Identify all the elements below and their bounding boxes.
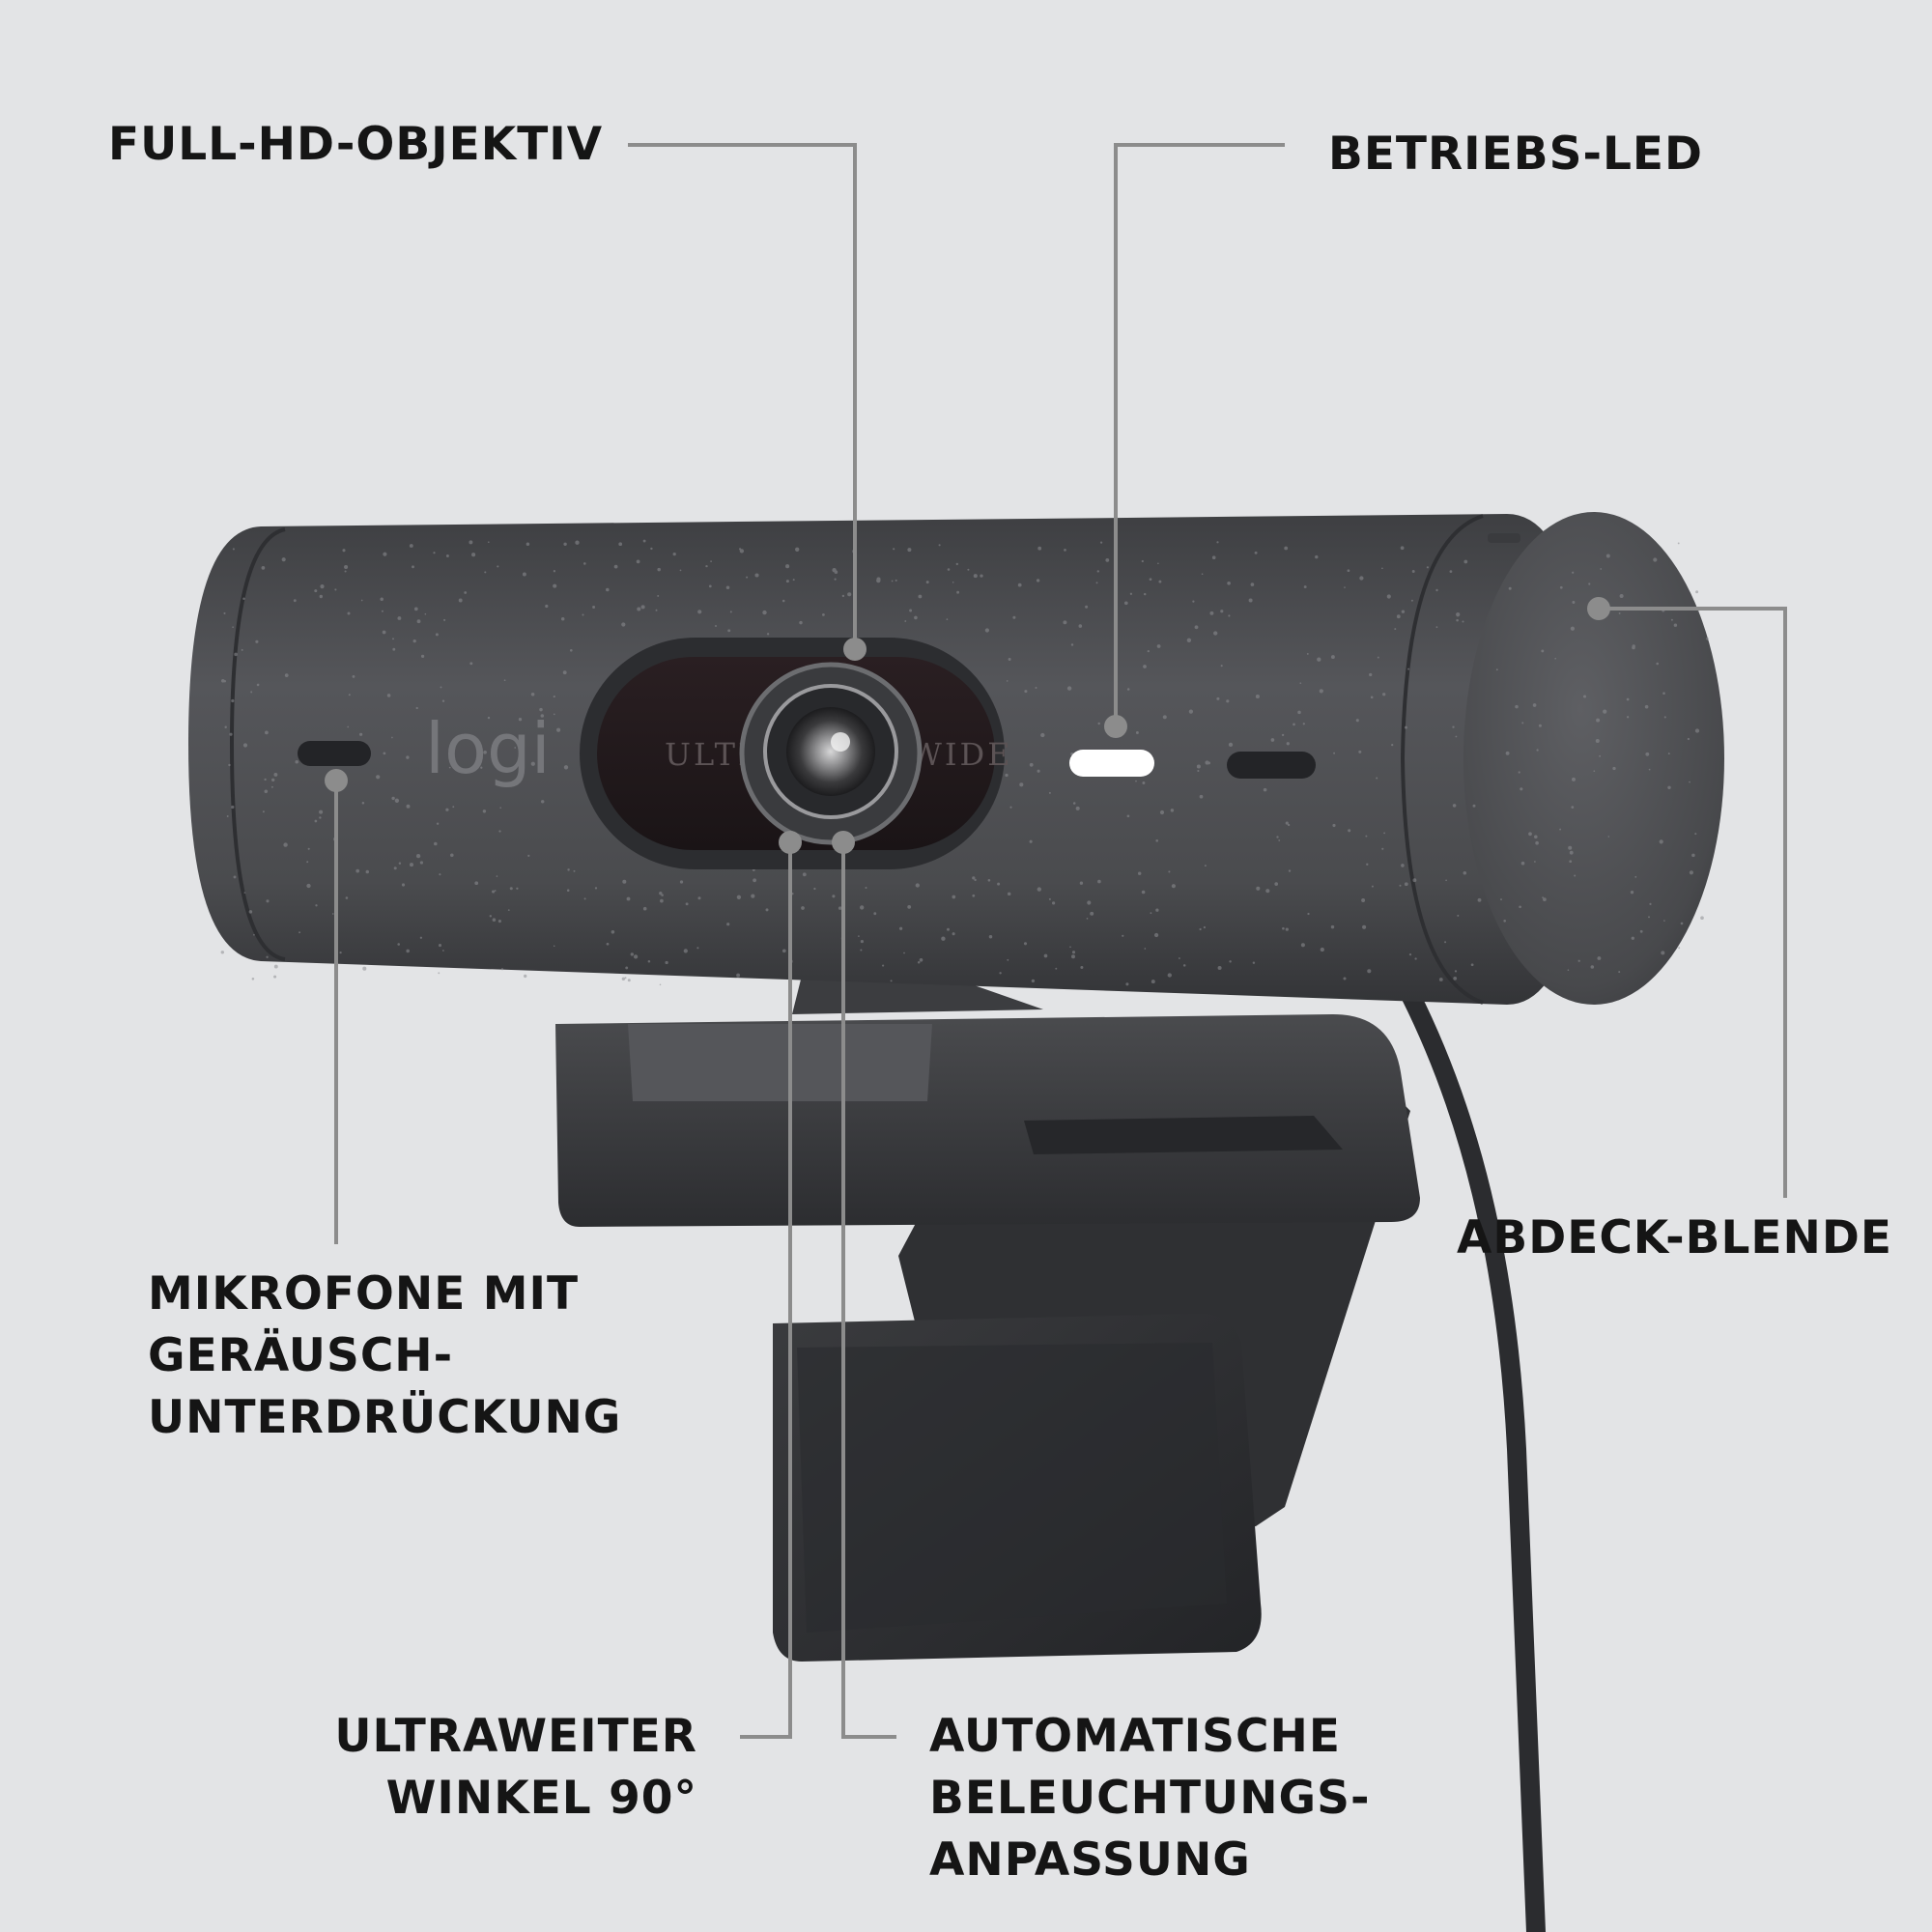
callout-privacy-cover: ABDECK-BLENDE (1457, 1211, 1892, 1264)
logi-logo: logi (425, 708, 551, 789)
privacy-cover (1463, 512, 1724, 1005)
callout-ultra-wide-angle: ULTRAWEITER WINKEL 90° (334, 1710, 697, 1825)
microphone-left (298, 741, 371, 766)
microphone-right (1227, 752, 1316, 779)
leader-line-wide (740, 842, 792, 1739)
usb-cable (1401, 985, 1546, 1932)
callout-auto-light-correction: AUTOMATISCHE BELEUCHTUNGS- ANPASSUNG (929, 1710, 1371, 1887)
leader-line-cover (1599, 607, 1787, 1198)
callout-status-led: BETRIEBS-LED (1328, 128, 1704, 181)
callout-noise-cancelling-microphones: MIKROFONE MIT GERÄUSCH- UNTERDRÜCKUNG (148, 1267, 622, 1444)
svg-text:WIDE: WIDE (910, 736, 1013, 773)
leader-line-light (841, 842, 896, 1739)
leader-line-led (1114, 143, 1285, 726)
leader-line-lens (628, 143, 857, 647)
status-led (1069, 750, 1154, 777)
callout-full-hd-lens: FULL-HD-OBJEKTIV (108, 118, 604, 171)
